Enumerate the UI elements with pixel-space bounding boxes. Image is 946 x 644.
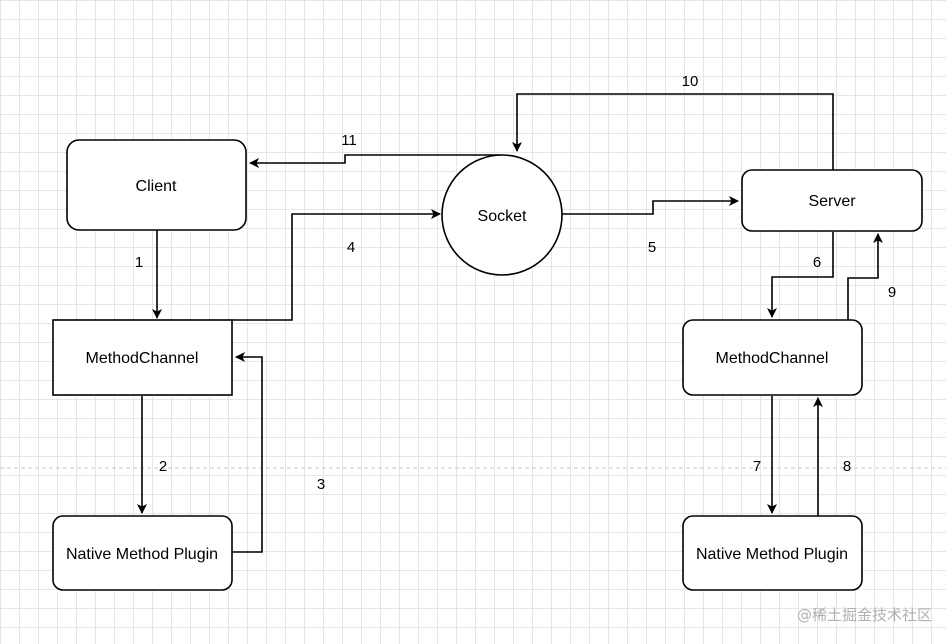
- edge-10: [512, 93, 834, 170]
- edge-label-11: 11: [341, 132, 357, 149]
- edge-label-6: 6: [813, 254, 821, 271]
- edge-11: [249, 154, 502, 168]
- right-native-plugin-label: Native Method Plugin: [696, 546, 848, 563]
- server-label: Server: [808, 193, 856, 210]
- socket-node: Socket: [441, 154, 563, 276]
- edge-label-2: 2: [159, 458, 167, 475]
- edge-label-3: 3: [317, 476, 325, 493]
- edge-label-8: 8: [843, 458, 851, 475]
- edge-4: [232, 209, 441, 321]
- client-node: Client: [66, 139, 247, 231]
- watermark: @稀土掘金技术社区: [797, 606, 932, 624]
- socket-label: Socket: [478, 208, 527, 225]
- client-label: Client: [136, 178, 177, 195]
- right-native-plugin-node: Native Method Plugin: [682, 515, 863, 591]
- edge-label-5: 5: [648, 239, 656, 256]
- server-node: Server: [741, 169, 923, 232]
- right-method-channel-label: MethodChannel: [716, 350, 829, 367]
- edge-5: [562, 196, 739, 215]
- left-native-plugin-node: Native Method Plugin: [52, 515, 233, 591]
- edge-label-10: 10: [682, 73, 699, 90]
- edge-label-7: 7: [753, 458, 761, 475]
- edge-label-1: 1: [135, 254, 143, 271]
- left-native-plugin-label: Native Method Plugin: [66, 546, 218, 563]
- left-method-channel-node: MethodChannel: [52, 319, 233, 396]
- edge-label-9: 9: [888, 284, 896, 301]
- right-method-channel-node: MethodChannel: [682, 319, 863, 396]
- left-method-channel-label: MethodChannel: [86, 350, 199, 367]
- edge-9: [847, 233, 883, 320]
- edge-label-4: 4: [347, 239, 355, 256]
- edge-3: [232, 352, 263, 553]
- edge-6: [767, 232, 834, 318]
